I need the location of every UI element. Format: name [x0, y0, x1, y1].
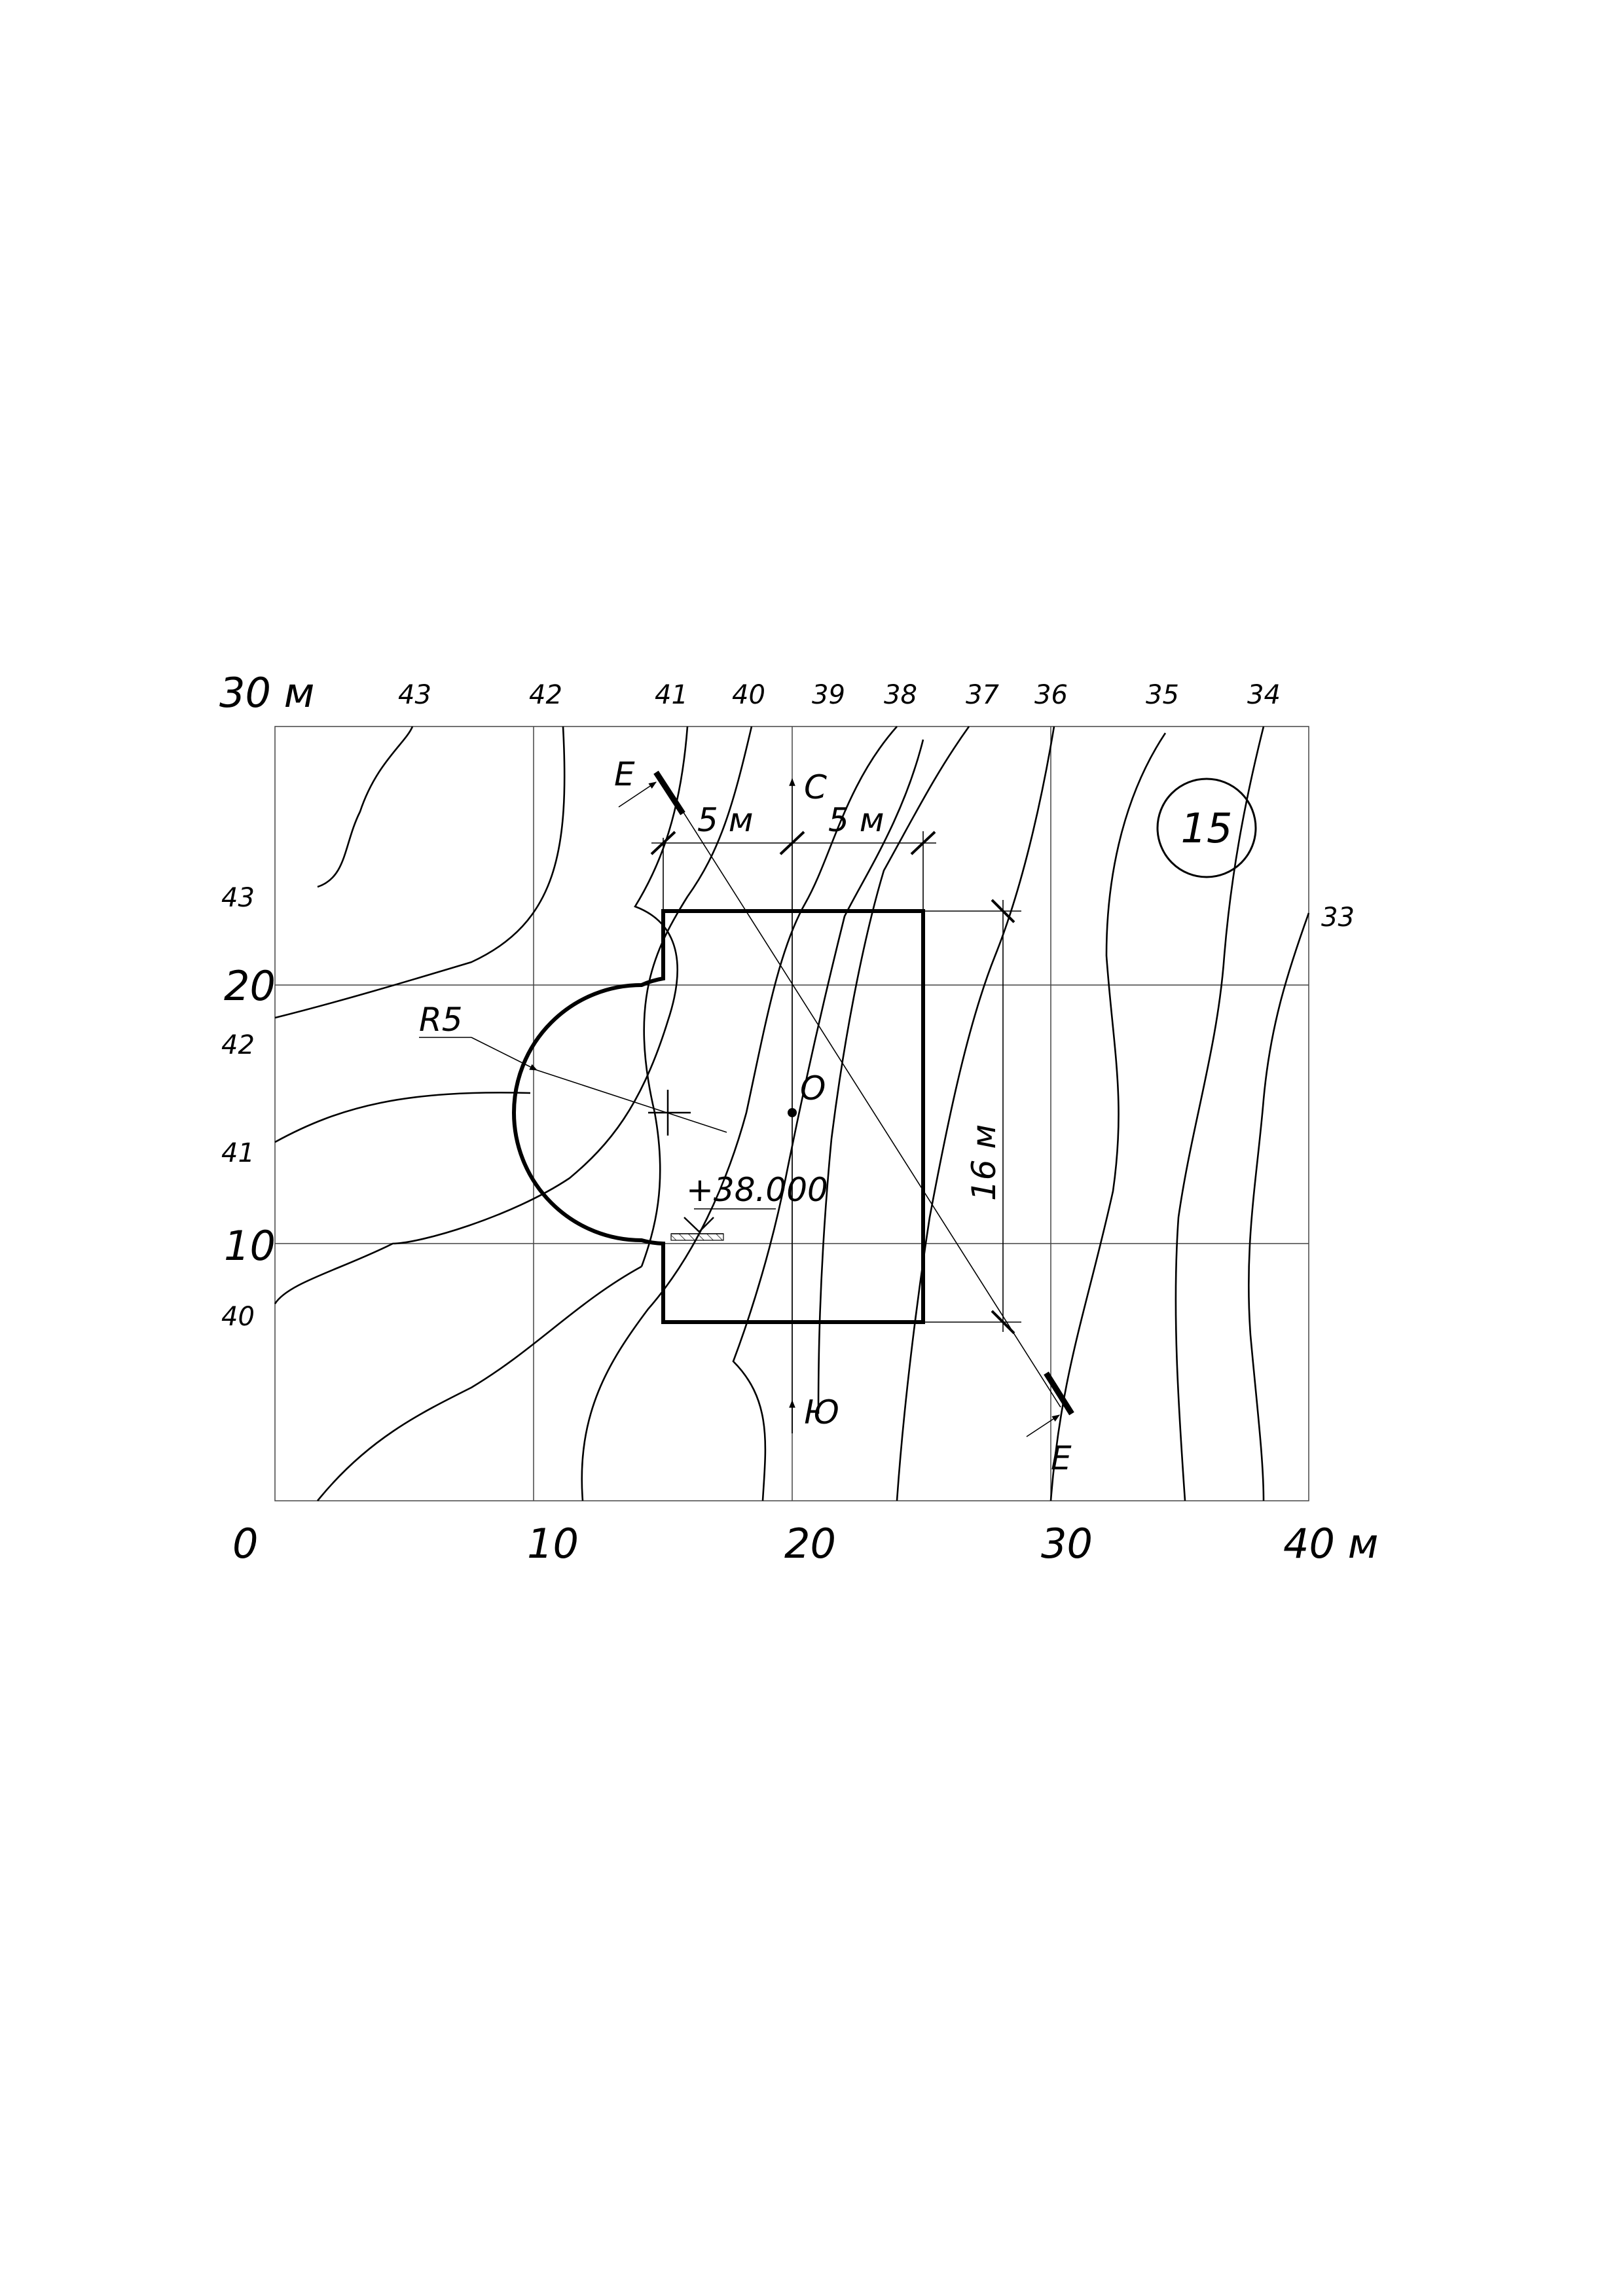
- contour-40: [640, 726, 753, 1267]
- contour-label-42-left: 42: [221, 1030, 255, 1060]
- x-label-20: 20: [784, 1520, 836, 1568]
- contour-39: [581, 726, 898, 1501]
- contour-lines: [274, 726, 1310, 1501]
- contour-38: [732, 739, 924, 1501]
- elevation-label: +38.000: [686, 1171, 828, 1209]
- dim-left-label: 5 м: [697, 801, 753, 839]
- contour-41-left: [274, 1092, 531, 1143]
- x-label-10: 10: [527, 1520, 579, 1568]
- arc-center-cross: [648, 1090, 691, 1136]
- section-mark-top: Е: [614, 755, 635, 793]
- contour-label-38-top: 38: [884, 680, 917, 710]
- contour-42: [274, 726, 566, 1019]
- contour-label-34-top: 34: [1247, 680, 1281, 710]
- dim-height-label: 16 м: [965, 1124, 1003, 1201]
- elevation-mark: [670, 1208, 776, 1241]
- south-label: Ю: [804, 1393, 839, 1431]
- contour-label-39-top: 39: [812, 680, 845, 710]
- contour-label-40-left: 40: [221, 1302, 255, 1332]
- contour-36: [896, 726, 1055, 1501]
- building-outline: [512, 909, 925, 1324]
- section-mark-bottom: Е: [1051, 1439, 1072, 1477]
- width-dimension: [650, 831, 936, 911]
- radius-label: R5: [419, 1001, 463, 1039]
- contour-label-40-top: 40: [732, 680, 765, 710]
- contour-label-43-left: 43: [221, 883, 255, 913]
- height-dimension: [923, 899, 1021, 1335]
- contour-43: [317, 726, 414, 888]
- section-line: [618, 770, 1074, 1437]
- contour-label-37-top: 37: [966, 680, 999, 710]
- north-label: С: [804, 768, 827, 806]
- sheet-number-circle: [1156, 778, 1257, 878]
- contour-label-41-left: 41: [221, 1138, 255, 1168]
- sheet-number: 15: [1181, 804, 1233, 852]
- contour-label-33-right: 33: [1321, 903, 1355, 933]
- contour-label-41-top: 41: [655, 680, 688, 710]
- point-o-label: О: [800, 1069, 826, 1107]
- contour-label-35-top: 35: [1146, 680, 1179, 710]
- x-label-30: 30: [1041, 1520, 1093, 1568]
- contour-41: [274, 726, 689, 1501]
- contour-33: [1247, 912, 1310, 1501]
- dim-right-label: 5 м: [828, 801, 884, 839]
- contour-label-43-top: 43: [398, 680, 431, 710]
- y-label-10: 10: [224, 1222, 276, 1270]
- contour-label-36-top: 36: [1034, 680, 1068, 710]
- y-label-20: 20: [224, 962, 276, 1010]
- contour-35: [1049, 732, 1167, 1501]
- radius-leader: [419, 1037, 727, 1133]
- y-label-30: 30 м: [219, 669, 314, 717]
- contour-label-42-top: 42: [529, 680, 562, 710]
- x-label-0: 0: [232, 1520, 258, 1568]
- contour-34: [1175, 726, 1265, 1501]
- point-o-marker: [788, 1108, 797, 1117]
- x-label-40: 40 м: [1283, 1520, 1378, 1568]
